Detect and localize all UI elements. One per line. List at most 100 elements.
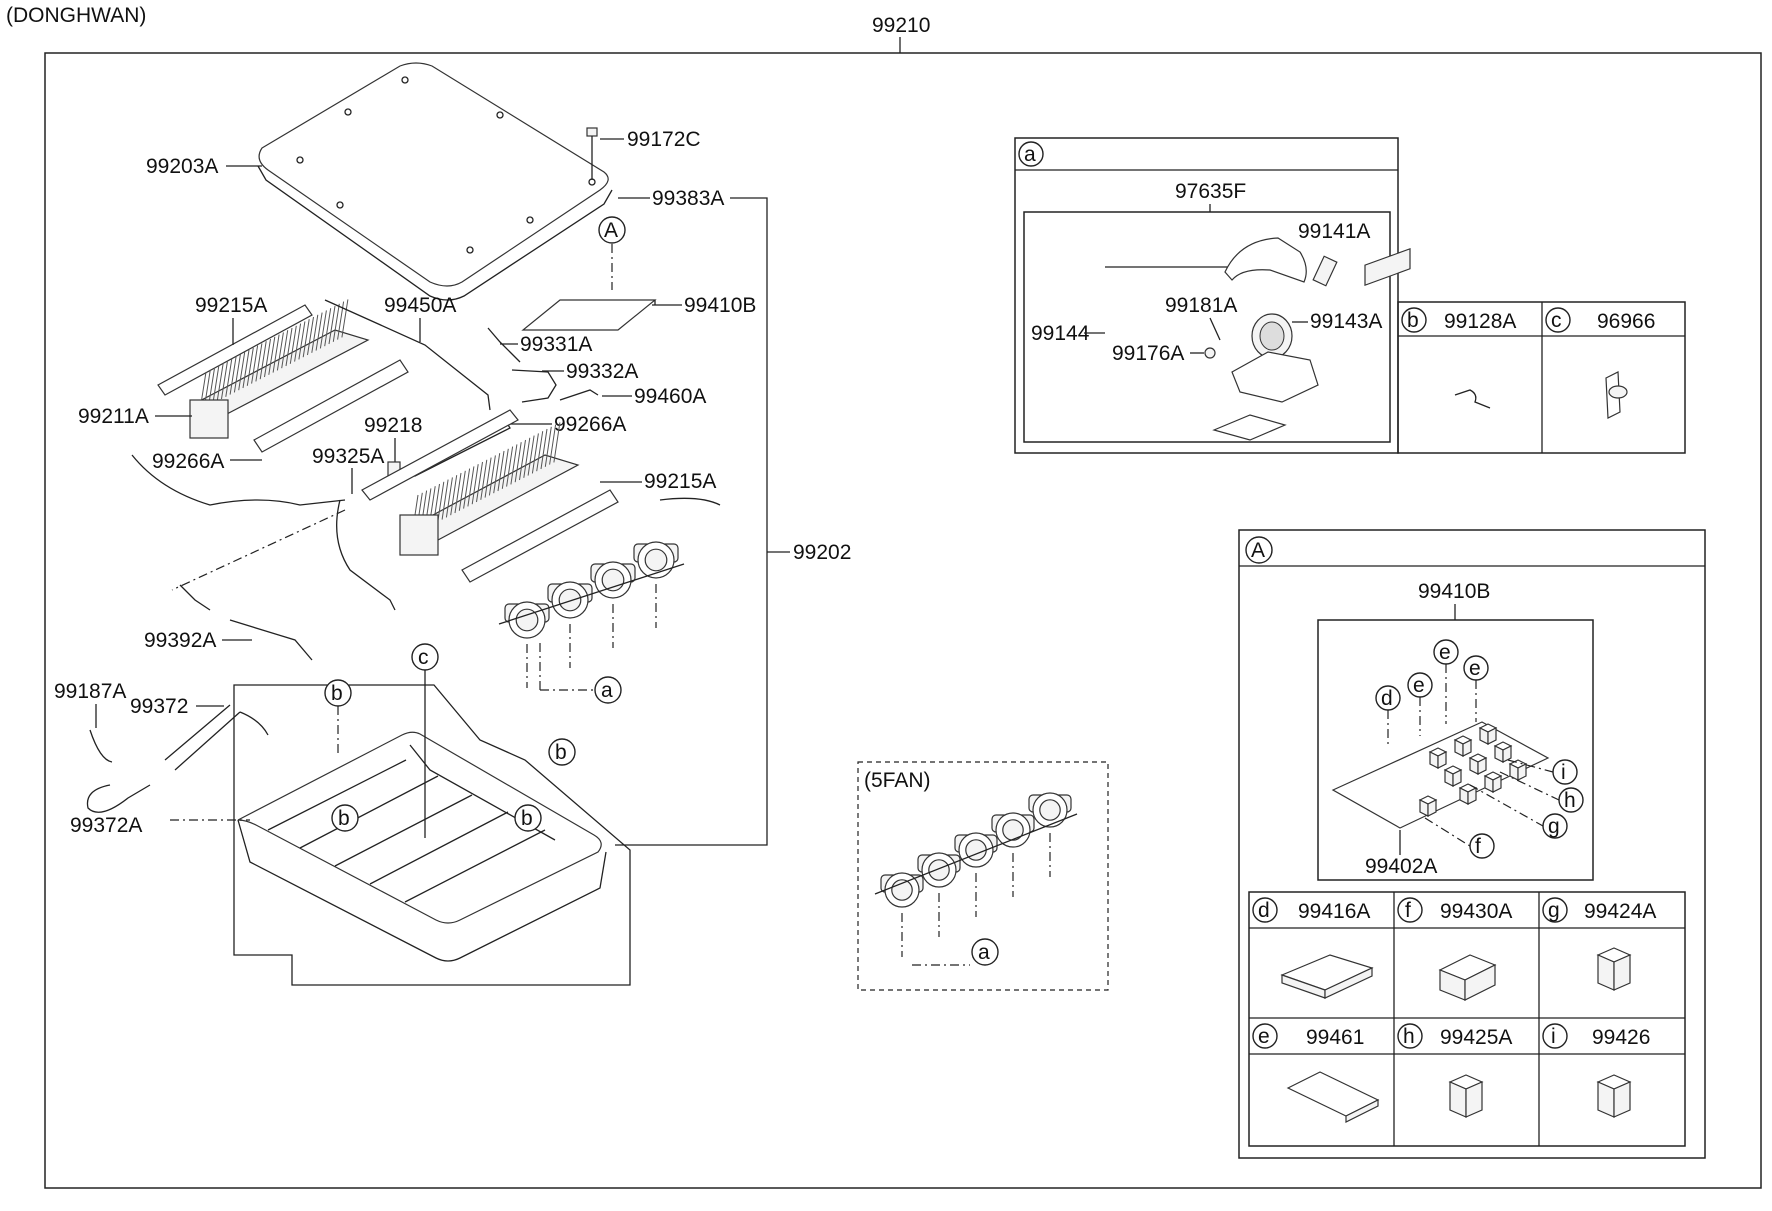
harness-lower: [131, 454, 346, 506]
table-callout-e: [1252, 1023, 1278, 1049]
harness-loop: [336, 499, 396, 611]
label-99172C: 99172C: [627, 128, 701, 151]
callout-h-board-text: h: [1564, 789, 1576, 812]
label-99325A: 99325A: [312, 445, 384, 468]
callout-b-tray-2: [548, 738, 576, 766]
callout-c-detail: [1545, 307, 1571, 333]
table-part-h: 99425A: [1440, 1026, 1512, 1049]
variant-label: (DONGHWAN): [6, 4, 146, 27]
callout-b-tray-2-text: b: [555, 741, 567, 764]
tray-part: [237, 731, 607, 962]
table-callout-g-text: g: [1548, 899, 1560, 922]
label-99141A: 99141A: [1298, 220, 1370, 243]
label-99211A: 99211A: [78, 405, 149, 428]
top-cover-part: [257, 62, 613, 301]
label-99215A-top: 99215A: [195, 294, 267, 317]
bolt-part: [586, 127, 598, 180]
parts-table: [1248, 891, 1686, 1147]
label-99450A: 99450A: [384, 294, 456, 317]
control-board-part: [1331, 247, 1550, 829]
module-99416A-drawing: [1280, 954, 1374, 999]
label-99331A: 99331A: [520, 333, 592, 356]
callout-a-detail-text: a: [1024, 143, 1036, 166]
blower-fan-group-5: [874, 792, 1078, 957]
label-99460A: 99460A: [634, 385, 706, 408]
callout-b-detail: [1401, 307, 1427, 333]
hose-99372A: [86, 784, 151, 813]
sensor-99460A: [559, 389, 599, 401]
label-99144: 99144: [1031, 322, 1090, 345]
callout-a-detail: [1018, 141, 1044, 167]
table-part-i: 99426: [1592, 1026, 1650, 1049]
fan5-title: (5FAN): [864, 769, 931, 792]
label-96966: 96966: [1597, 310, 1655, 333]
assembly-number: 99210: [872, 14, 930, 37]
callout-i-board-text: i: [1561, 761, 1566, 784]
table-callout-f-text: f: [1405, 899, 1411, 922]
callout-d-board-text: d: [1381, 687, 1393, 710]
table-part-g: 99424A: [1584, 900, 1656, 923]
callout-e-board-1-text: e: [1413, 674, 1425, 697]
label-99215A-bottom: 99215A: [644, 470, 716, 493]
callout-e-board-2-text: e: [1439, 641, 1451, 664]
fan5-box: [857, 761, 1109, 991]
callout-b-detail-text: b: [1407, 309, 1419, 332]
callout-b-tray-1-text: b: [331, 682, 343, 705]
lower-heater-core: [361, 409, 619, 583]
upper-heater-core: [157, 299, 409, 453]
module-99430A-drawing: [1438, 954, 1497, 1001]
label-99392A: 99392A: [144, 629, 216, 652]
table-callout-d: [1252, 897, 1278, 923]
label-99266A-left: 99266A: [152, 450, 224, 473]
callout-b-tray-4: [514, 804, 542, 832]
relay-99426-drawing: [1596, 1074, 1632, 1118]
table-callout-f: [1397, 897, 1423, 923]
table-callout-i: [1542, 1023, 1568, 1049]
callout-b-tray-3-text: b: [338, 807, 350, 830]
table-callout-h: [1397, 1023, 1423, 1049]
table-callout-i-text: i: [1551, 1025, 1556, 1048]
pipe-99332A: [511, 369, 557, 403]
label-99410B-detail: 99410B: [1418, 580, 1490, 603]
harness-upper: [324, 299, 491, 411]
callout-e-board-3-text: e: [1469, 657, 1481, 680]
callout-c-detail-text: c: [1551, 309, 1562, 332]
label-99372A: 99372A: [70, 814, 142, 837]
blower-fan-group-4: [498, 541, 685, 688]
table-callout-d-text: d: [1258, 899, 1270, 922]
table-part-f: 99430A: [1440, 900, 1512, 923]
label-99128A: 99128A: [1444, 310, 1516, 333]
pipe-99392A: [179, 584, 313, 661]
label-97635F: 97635F: [1175, 180, 1246, 203]
callout-A-main-text: A: [604, 219, 618, 242]
table-callout-g: [1542, 897, 1568, 923]
control-board-box: [1317, 619, 1594, 881]
label-99203A: 99203A: [146, 155, 218, 178]
relay-99424A-drawing: [1596, 947, 1632, 991]
callout-f-board: [1469, 833, 1495, 859]
label-99332A: 99332A: [566, 360, 638, 383]
callout-A-detail: [1245, 536, 1273, 564]
table-callout-h-text: h: [1403, 1025, 1415, 1048]
callout-A-detail-text: A: [1251, 539, 1265, 562]
label-99402A: 99402A: [1365, 855, 1437, 878]
bracket-99128A: [1454, 389, 1491, 409]
label-99410B-main: 99410B: [684, 294, 756, 317]
label-99218: 99218: [364, 414, 422, 437]
callout-a-main: [594, 676, 622, 704]
clamp-99187A: [89, 729, 113, 763]
callout-b-tray-4-text: b: [521, 807, 533, 830]
callout-g-board-text: g: [1548, 815, 1560, 838]
detail-a-box: [1014, 137, 1399, 454]
callout-a-main-text: a: [601, 679, 613, 702]
callout-a-fan5-text: a: [978, 941, 990, 964]
label-99176A: 99176A: [1112, 342, 1184, 365]
table-part-d: 99416A: [1298, 900, 1370, 923]
callout-A-main: [598, 216, 626, 244]
filter-part: [521, 299, 657, 331]
label-99143A: 99143A: [1310, 310, 1382, 333]
relay-99425A-drawing: [1448, 1074, 1484, 1118]
blower-subassembly-box: [1023, 211, 1391, 443]
callout-c-tray-text: c: [418, 646, 429, 669]
